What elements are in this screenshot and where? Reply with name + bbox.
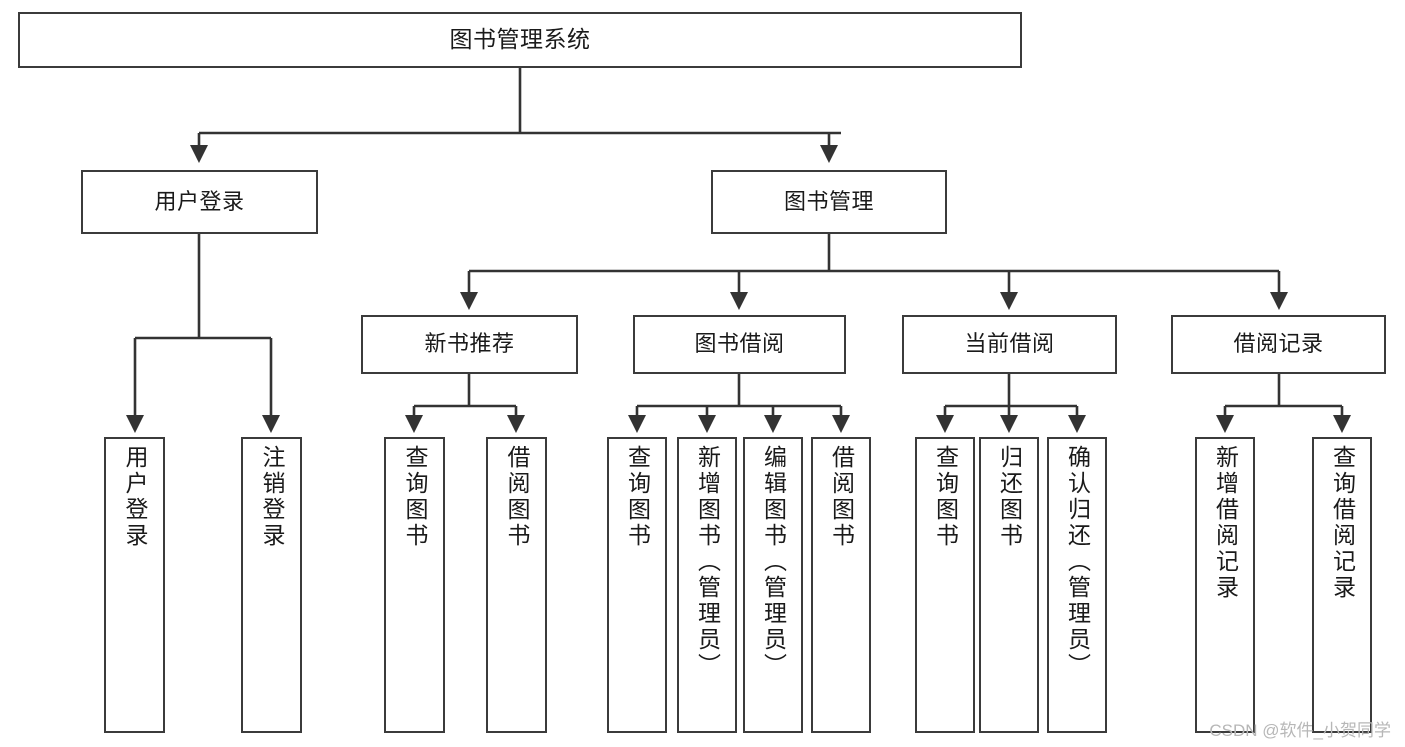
node-label: 归还图书 bbox=[996, 445, 1023, 549]
node-label: 借阅图书 bbox=[504, 445, 530, 549]
node-label: 新书推荐 bbox=[424, 331, 515, 357]
node-label: 编辑图书（管理员） bbox=[760, 445, 787, 679]
leaf-add-book-admin[interactable]: 新增图书（管理员） bbox=[677, 437, 737, 733]
node-borrow-record[interactable]: 借阅记录 bbox=[1171, 315, 1386, 374]
node-label: 当前借阅 bbox=[964, 331, 1055, 357]
node-label: 新增借阅记录 bbox=[1212, 445, 1239, 601]
csdn-watermark: CSDN @软件_小贺同学 bbox=[1209, 721, 1391, 740]
leaf-add-borrow-record[interactable]: 新增借阅记录 bbox=[1195, 437, 1255, 733]
node-label: 注销登录 bbox=[259, 445, 285, 549]
leaf-logout-login[interactable]: 注销登录 bbox=[241, 437, 302, 733]
leaf-query-borrow-record[interactable]: 查询借阅记录 bbox=[1312, 437, 1372, 733]
node-label: 图书借阅 bbox=[694, 331, 785, 357]
node-user-login[interactable]: 用户登录 bbox=[81, 170, 318, 234]
node-label: 查询图书 bbox=[402, 445, 428, 549]
node-current-borrow[interactable]: 当前借阅 bbox=[902, 315, 1117, 374]
leaf-confirm-return-admin[interactable]: 确认归还（管理员） bbox=[1047, 437, 1107, 733]
node-label: 借阅记录 bbox=[1233, 331, 1324, 357]
node-label: 确认归还（管理员） bbox=[1064, 445, 1091, 679]
leaf-edit-book-admin[interactable]: 编辑图书（管理员） bbox=[743, 437, 803, 733]
leaf-query-book-recommend[interactable]: 查询图书 bbox=[384, 437, 445, 733]
leaf-query-book-current[interactable]: 查询图书 bbox=[915, 437, 975, 733]
node-label: 图书管理 bbox=[783, 188, 874, 214]
node-label: 用户登录 bbox=[122, 445, 148, 549]
leaf-query-book-borrow[interactable]: 查询图书 bbox=[607, 437, 667, 733]
node-label: 借阅图书 bbox=[828, 445, 855, 549]
node-root-book-management-system[interactable]: 图书管理系统 bbox=[18, 12, 1022, 68]
node-label: 查询图书 bbox=[932, 445, 959, 549]
node-book-borrow[interactable]: 图书借阅 bbox=[633, 315, 846, 374]
node-label: 用户登录 bbox=[154, 188, 245, 214]
node-label: 查询图书 bbox=[624, 445, 651, 549]
node-new-book-recommend[interactable]: 新书推荐 bbox=[361, 315, 578, 374]
node-label: 查询借阅记录 bbox=[1329, 445, 1356, 601]
node-label: 新增图书（管理员） bbox=[694, 445, 721, 679]
node-label: 图书管理系统 bbox=[449, 26, 591, 53]
leaf-borrow-book-borrow[interactable]: 借阅图书 bbox=[811, 437, 871, 733]
node-book-management[interactable]: 图书管理 bbox=[711, 170, 947, 234]
leaf-user-login[interactable]: 用户登录 bbox=[104, 437, 165, 733]
leaf-return-book[interactable]: 归还图书 bbox=[979, 437, 1039, 733]
leaf-borrow-book-recommend[interactable]: 借阅图书 bbox=[486, 437, 547, 733]
